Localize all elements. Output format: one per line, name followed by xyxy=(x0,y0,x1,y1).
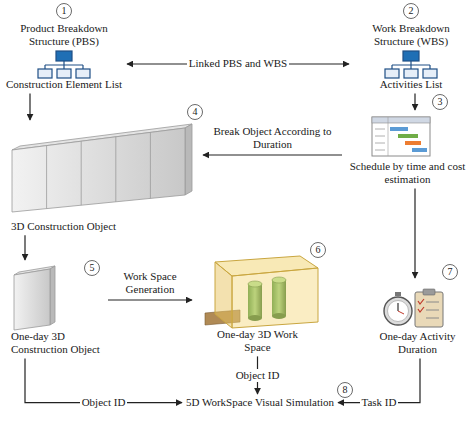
edge-label: Break Object According to Duration xyxy=(208,125,337,151)
node-heading: Work Breakdown Structure (WBS) xyxy=(352,22,470,48)
schedule-chart-icon-part xyxy=(372,117,430,123)
edge-label: Object ID xyxy=(80,396,128,409)
object-node: 3D Construction Object xyxy=(5,122,200,233)
schedule-chart-icon-part xyxy=(405,141,421,145)
connector-arrow xyxy=(203,154,342,155)
schedule-chart-icon-part xyxy=(375,136,385,137)
duration-icon-part xyxy=(398,311,404,314)
work-space-box-part xyxy=(232,268,318,328)
wall-3d-object-part xyxy=(150,132,151,198)
schedule-chart-icon xyxy=(372,117,430,156)
duration-icon-part xyxy=(418,307,424,312)
node-heading: 3D Construction Object xyxy=(11,220,200,233)
schedule-chart-icon-part xyxy=(375,143,385,144)
edge-label: Work Space Generation xyxy=(112,270,188,296)
schedule-chart-icon-part xyxy=(390,127,408,131)
panel-3d-object-part xyxy=(50,266,55,325)
callout-number: 6 xyxy=(310,242,326,258)
duration-icon-part xyxy=(384,297,412,325)
node-caption: Activities List xyxy=(352,78,470,91)
wall-3d-object-part xyxy=(81,141,82,205)
wbs-tree-icon-part xyxy=(404,69,418,78)
wbs-tree-icon-part xyxy=(385,69,399,78)
edge-label: Linked PBS and WBS xyxy=(187,57,290,70)
wall-3d-object-part xyxy=(46,146,47,209)
schedule-chart-icon-part xyxy=(375,129,385,130)
schedule-chart-icon-part xyxy=(398,134,418,138)
object-node: One-day 3D Construction Object xyxy=(5,262,105,356)
pbs-tree-icon xyxy=(38,51,90,78)
schedule-node: Schedule by time and cost estimation xyxy=(345,112,470,186)
pbs-node: Product Breakdown Structure (PBS) Constru… xyxy=(4,22,124,92)
duration-icon-part xyxy=(426,318,439,319)
wbs-tree-icon xyxy=(385,51,437,78)
duration-icon-part xyxy=(426,302,439,303)
pbs-tree-icon-part xyxy=(56,51,72,61)
duration-node: One-day Activity Duration xyxy=(365,280,470,356)
panel-3d-object xyxy=(14,266,55,330)
schedule-chart-icon-part xyxy=(388,117,389,156)
connector-arrow xyxy=(108,299,192,300)
pbs-tree-icon-part xyxy=(57,69,71,78)
edge-label: Object ID xyxy=(234,369,282,382)
callout-number: 7 xyxy=(442,264,458,280)
work-space-box-part xyxy=(215,262,232,328)
panel-3d-object-part xyxy=(14,269,50,330)
work-space-box xyxy=(205,256,318,328)
connector-arrow xyxy=(29,94,30,120)
wall-3d-object xyxy=(12,124,192,212)
duration-icon-part xyxy=(395,292,401,296)
schedule-chart-icon-part xyxy=(412,148,427,152)
edge-label: Task ID xyxy=(360,396,399,409)
duration-icon-part xyxy=(418,299,424,304)
connector-arrow xyxy=(24,235,25,260)
wbs-node: Work Breakdown Structure (WBS) Activities… xyxy=(352,22,470,92)
node-heading: One-day 3D Construction Object xyxy=(11,330,105,356)
node-heading: Schedule by time and cost estimation xyxy=(345,160,470,186)
callout-number: 3 xyxy=(432,94,448,110)
wbs-tree-icon-part xyxy=(403,51,419,61)
schedule-chart-icon-part xyxy=(372,117,430,156)
node-heading: One-day Activity Duration xyxy=(365,330,470,356)
simulation-node: 5D WorkSpace Visual Simulation xyxy=(185,396,335,409)
wall-3d-object-part xyxy=(12,128,185,212)
duration-icon-part xyxy=(426,310,439,311)
node-heading: Product Breakdown Structure (PBS) xyxy=(4,22,124,48)
duration-icon xyxy=(384,289,443,327)
connector-arrow xyxy=(414,94,415,110)
wbs-tree-icon-part xyxy=(423,69,437,78)
duration-icon-part xyxy=(388,301,409,322)
callout-number: 8 xyxy=(337,382,353,398)
duration-icon-part xyxy=(397,303,398,311)
connector-arrow xyxy=(414,188,415,278)
wall-3d-object-part xyxy=(185,124,192,195)
pbs-tree-icon-part xyxy=(76,69,90,78)
node-heading: One-day 3D Work Space xyxy=(211,328,304,354)
schedule-chart-icon-part xyxy=(375,150,385,151)
workspace-node: One-day 3D Work Space xyxy=(195,248,320,354)
node-caption: Construction Element List xyxy=(4,78,124,91)
pbs-tree-icon-part xyxy=(38,69,52,78)
callout-number: 4 xyxy=(187,104,203,120)
node-heading: 5D WorkSpace Visual Simulation xyxy=(185,396,335,409)
duration-icon-part xyxy=(415,292,443,327)
duration-icon-part xyxy=(423,289,435,295)
callout-number: 5 xyxy=(84,260,100,276)
callout-number: 2 xyxy=(403,3,419,19)
wall-3d-object-part xyxy=(115,137,116,202)
callout-number: 1 xyxy=(56,3,72,19)
